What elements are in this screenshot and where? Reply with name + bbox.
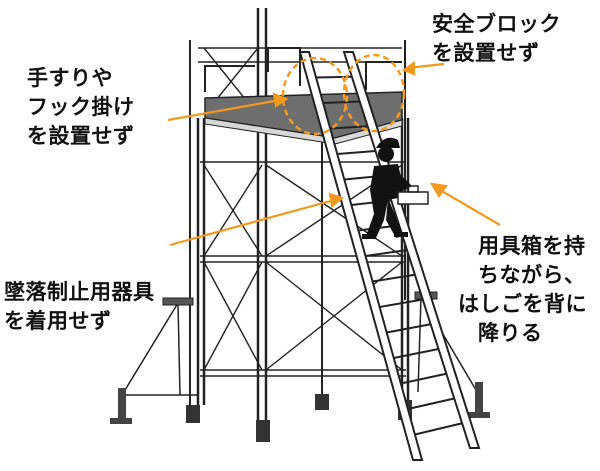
outrigger-plate-left [110, 418, 132, 424]
label-line: を設置せず [432, 41, 540, 65]
outrigger-bar-left [162, 297, 194, 306]
label-safety-block: 安全ブロック を設置せず [432, 10, 561, 68]
label-line: を着用せず [4, 309, 112, 333]
ladder-rung [330, 125, 368, 130]
cross-bracing [203, 47, 403, 371]
top-handrail [204, 47, 402, 92]
ladder-rung [393, 348, 439, 359]
callout-arrows [167, 60, 501, 247]
ladder-rung [365, 249, 408, 257]
label-line: 降りる [478, 321, 543, 345]
label-line: 手すりや [27, 66, 113, 90]
ladder-rail-left [298, 51, 424, 461]
outrigger-plate-right [468, 412, 490, 418]
label-line: フック掛け [27, 95, 135, 119]
ladder [298, 51, 481, 461]
ladder-rung [414, 422, 463, 436]
label-handrail-hook: 手すりや フック掛け を設置せず [27, 64, 135, 151]
toolbox-icon [397, 185, 429, 205]
label-line: 安全ブロック [432, 12, 561, 36]
ladder-rung [372, 273, 416, 283]
outrigger-foot-left [118, 388, 126, 418]
ladder-rung [400, 372, 447, 385]
outrigger-foot-right [475, 382, 483, 412]
ladder-rung [323, 100, 360, 104]
label-line: 用具箱を持 [478, 234, 586, 258]
ladder-rail-right [342, 51, 481, 449]
label-line: を設置せず [27, 124, 135, 148]
ladder-rung [407, 397, 455, 410]
ladder-rung [386, 323, 431, 334]
label-toolbox: 用具箱を持 ちながら、 はしごを背に 降りる [458, 232, 587, 348]
label-line: ちながら、 [478, 263, 586, 287]
label-line: はしごを背に [458, 292, 587, 316]
ladder-rung [337, 150, 376, 155]
outriggers [121, 296, 477, 396]
worker-figure-icon [362, 137, 412, 239]
scaffold-feet [186, 394, 412, 442]
label-fall-arrest: 墜落制止用器具 を着用せず [4, 278, 155, 336]
label-line: 墜落制止用器具 [4, 280, 155, 304]
callout-circles [281, 53, 406, 136]
ladder-rung [379, 298, 423, 308]
